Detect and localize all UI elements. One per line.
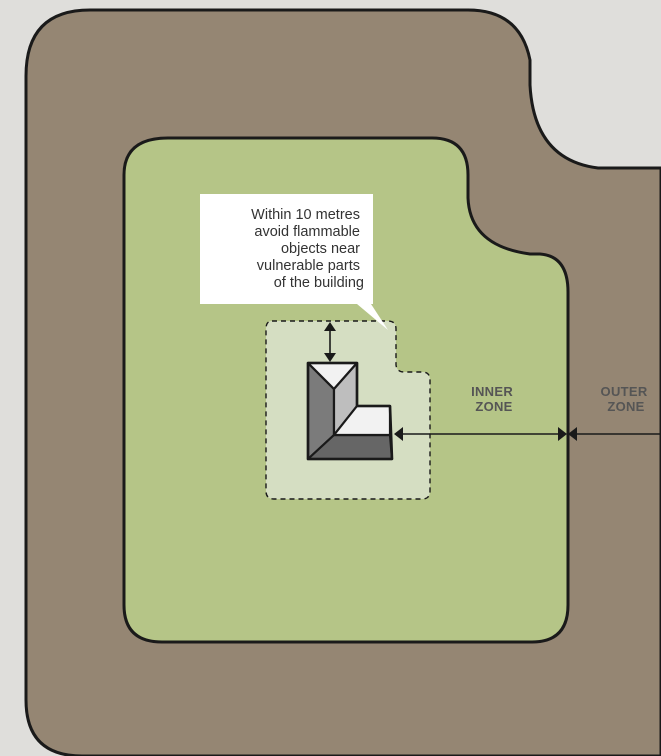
callout-line-3: objects near <box>281 241 360 257</box>
inner-zone-arrow <box>394 427 567 441</box>
callout-line-2: avoid flammable <box>254 224 360 240</box>
callout-line-5: of the building <box>274 275 364 291</box>
callout-text: Within 10 metres avoid flammable objects… <box>251 207 364 291</box>
outer-zone-label: OUTER ZONE <box>601 384 652 414</box>
inner-zone-label: INNER ZONE <box>471 384 517 414</box>
building-icon <box>306 361 394 461</box>
outer-zone-arrow <box>568 427 661 441</box>
callout-box: Within 10 metres avoid flammable objects… <box>200 194 388 330</box>
callout-line-4: vulnerable parts <box>257 258 360 274</box>
callout-line-1: Within 10 metres <box>251 207 360 223</box>
ten-metre-arrow <box>324 322 336 362</box>
